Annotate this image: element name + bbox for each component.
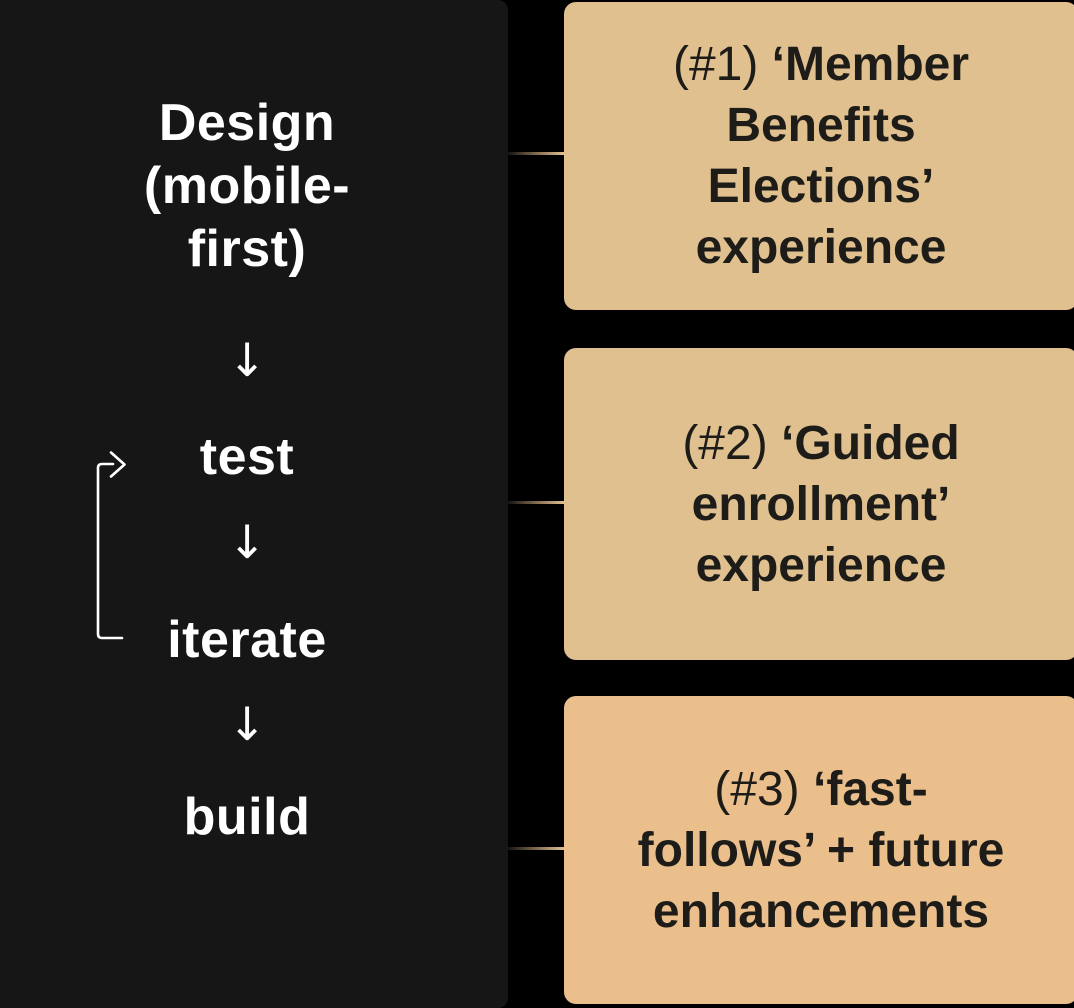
scope-box-3-label: (#3) ‘fast- follows’ + future enhancemen… — [620, 759, 1023, 942]
down-arrow-icon: ↓ — [227, 697, 267, 751]
scope-box-2-label: (#2) ‘Guided enrollment’ experience — [664, 413, 977, 596]
scope-box-3-title: ‘fast- follows’ + future enhancements — [637, 762, 1005, 938]
connector-line-1 — [508, 152, 564, 155]
down-arrow-icon: ↓ — [227, 515, 267, 569]
scope-box-1: (#1) ‘Member Benefits Elections’ experie… — [564, 2, 1074, 310]
step-build: build — [183, 788, 311, 846]
connector-line-2 — [508, 501, 564, 504]
down-arrow-icon: ↓ — [227, 333, 267, 387]
step-iterate: iterate — [167, 611, 327, 669]
scope-box-3: (#3) ‘fast- follows’ + future enhancemen… — [564, 696, 1074, 1004]
scope-box-1-title: ‘Member Benefits Elections’ experience — [695, 38, 970, 274]
scope-box-2-title: ‘Guided enrollment’ experience — [691, 416, 960, 592]
scope-box-3-number: (#3) — [714, 762, 813, 816]
scope-box-1-number: (#1) — [672, 38, 772, 91]
scope-box-2-number: (#2) — [682, 416, 782, 470]
design-process-panel: Design (mobile- first) ↓ test ↓ iterate … — [0, 0, 508, 1008]
connector-line-3 — [508, 847, 564, 850]
panel-title: Design (mobile- first) — [143, 94, 351, 278]
step-test: test — [199, 428, 295, 486]
scope-box-1-label: (#1) ‘Member Benefits Elections’ experie… — [655, 34, 987, 278]
scope-box-2: (#2) ‘Guided enrollment’ experience — [564, 348, 1074, 660]
